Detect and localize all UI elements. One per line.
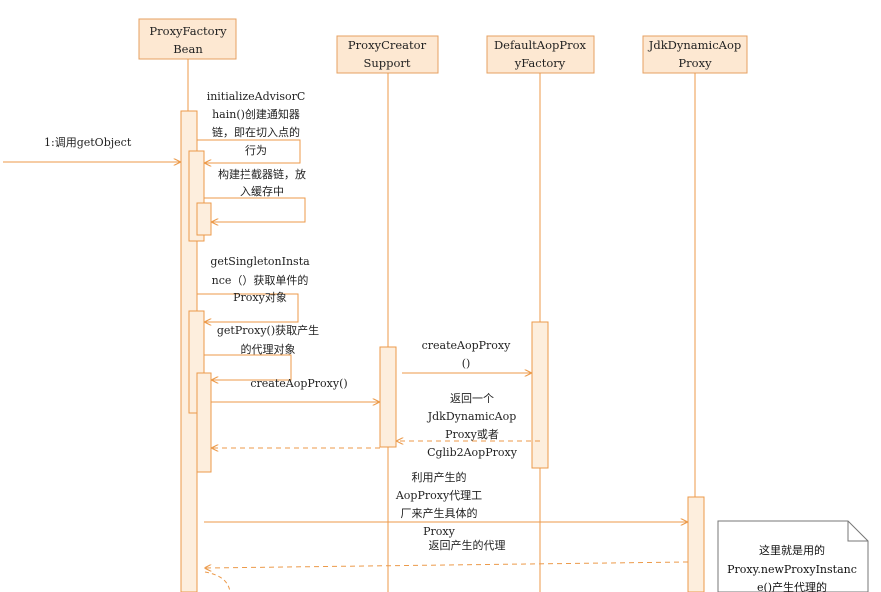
participant-proxycreatorsupport: ProxyCreator Support <box>336 35 439 74</box>
activation-bar <box>531 321 549 469</box>
message-label: Proxy <box>423 525 455 538</box>
participant-name-line1: DefaultAopProx <box>494 38 587 52</box>
return-arrow <box>205 561 689 568</box>
note-text: Proxy.newProxyInstanc <box>727 563 857 576</box>
participant-name-line2: Bean <box>173 42 203 56</box>
message-label: 入缓存中 <box>240 184 284 198</box>
message-label: 厂来产生具体的 <box>401 506 478 520</box>
message-label: 返回产生的代理 <box>429 538 506 552</box>
self-message-arrow <box>204 197 306 222</box>
message-label: JdkDynamicAop <box>427 410 517 423</box>
activation-bar <box>196 372 212 473</box>
activation-bar <box>379 346 397 448</box>
participant-jdkdynamicaopproxy: JdkDynamicAop Proxy <box>642 35 748 74</box>
message-label: initializeAdvisorC <box>207 90 306 103</box>
message-label: () <box>462 357 471 370</box>
participant-name-line1: ProxyFactory <box>149 24 227 38</box>
self-message-arrow <box>197 139 301 163</box>
message-label: Proxy或者 <box>445 428 499 441</box>
message-label: 构建拦截器链，放 <box>218 167 306 181</box>
participant-defaultaopproxyfactory: DefaultAopProx yFactory <box>486 35 595 74</box>
message-label: 返回一个 <box>450 392 494 405</box>
message-label: 的代理对象 <box>241 342 296 356</box>
note-box: 这里就是用的 Proxy.newProxyInstanc e()产生代理的 <box>717 520 869 592</box>
message-label: createAopProxy <box>422 339 512 352</box>
message-label: AopProxy代理工 <box>395 489 482 502</box>
message-label: 链，即在切入点的 <box>212 125 300 139</box>
message-label: Cglib2AopProxy <box>427 446 518 459</box>
self-message-arrow <box>204 354 292 380</box>
participant-name-line2: Support <box>363 56 410 70</box>
participant-name-line2: Proxy <box>678 56 712 70</box>
self-message-arrow <box>197 293 299 322</box>
note-text: 这里就是用的 <box>759 543 825 557</box>
message-label: 利用产生的 <box>412 470 467 484</box>
participant-name-line1: JdkDynamicAop <box>648 38 742 52</box>
message-label: createAopProxy() <box>250 377 347 390</box>
participant-name-line2: yFactory <box>514 56 566 70</box>
message-label: 1:调用getObject <box>44 136 132 149</box>
message-label: Proxy对象 <box>233 290 287 304</box>
message-label: nce（）获取单件的 <box>212 273 309 287</box>
return-arc <box>204 571 231 592</box>
note-text: e()产生代理的 <box>757 580 827 592</box>
activation-bar <box>687 496 705 592</box>
message-label: hain()创建通知器 <box>212 107 300 121</box>
message-label: getProxy()获取产生 <box>217 323 319 337</box>
message-label: 行为 <box>245 144 267 157</box>
participant-proxyfactorybean: ProxyFactory Bean <box>138 18 237 60</box>
message-label: getSingletonInsta <box>210 255 310 268</box>
participant-name-line1: ProxyCreator <box>348 38 427 52</box>
activation-bar <box>196 202 212 236</box>
